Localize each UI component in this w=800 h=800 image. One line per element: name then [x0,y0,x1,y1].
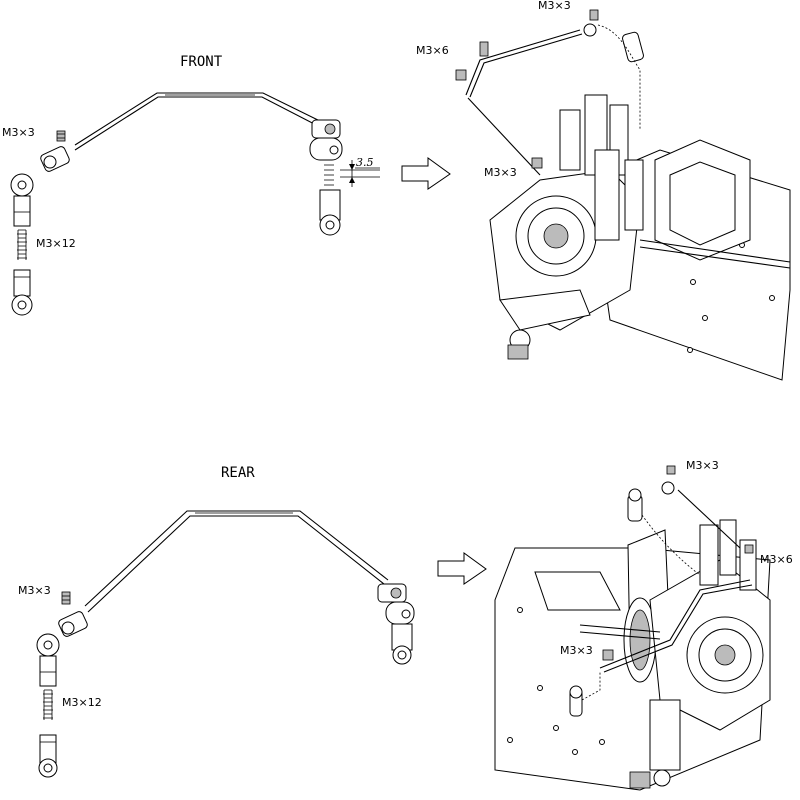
rear-set-screw [61,591,71,605]
front-dimension-label: 3.5 [356,156,374,169]
rear-sway-bar [84,510,389,613]
rear-ball-collar [58,611,88,637]
rear-rod-end-upper [36,633,60,687]
front-rod-screw [17,229,27,260]
front-dimension [340,160,380,187]
front-assembly-set-screw-mid-label: M3×3 [484,166,517,179]
front-right-link [309,119,343,236]
front-section: FRONT M3×3 M3×12 [2,0,791,381]
front-set-screw-label: M3×3 [2,126,35,139]
rear-rod-end-lower [38,734,58,778]
front-rod-end-lower [11,269,33,316]
rear-set-screw-label: M3×3 [18,584,51,597]
front-rod-end-upper [10,173,34,227]
rear-right-link [377,583,415,665]
front-ball-collar [40,146,70,172]
rear-title: REAR [221,465,255,481]
front-title: FRONT [180,54,223,70]
rear-assembly-set-screw-mid-label: M3×3 [560,644,593,657]
front-assembly-cap-screw-label: M3×6 [416,44,449,57]
rear-rod-screw [43,689,53,720]
front-chassis-assembly [455,9,791,381]
rear-assembly-cap-screw-label: M3×6 [760,553,793,566]
front-assembly-set-screw-top-label: M3×3 [538,0,571,12]
arrow-right-icon [437,552,487,585]
rear-section: REAR M3×3 M3×12 [18,459,793,791]
arrow-right-icon [401,157,451,190]
front-rod-screw-label: M3×12 [36,237,76,250]
rear-chassis-assembly [494,465,771,791]
rear-assembly-set-screw-top-label: M3×3 [686,459,719,472]
rear-rod-screw-label: M3×12 [62,696,102,709]
front-set-screw [56,130,66,142]
front-sway-bar [74,92,325,151]
